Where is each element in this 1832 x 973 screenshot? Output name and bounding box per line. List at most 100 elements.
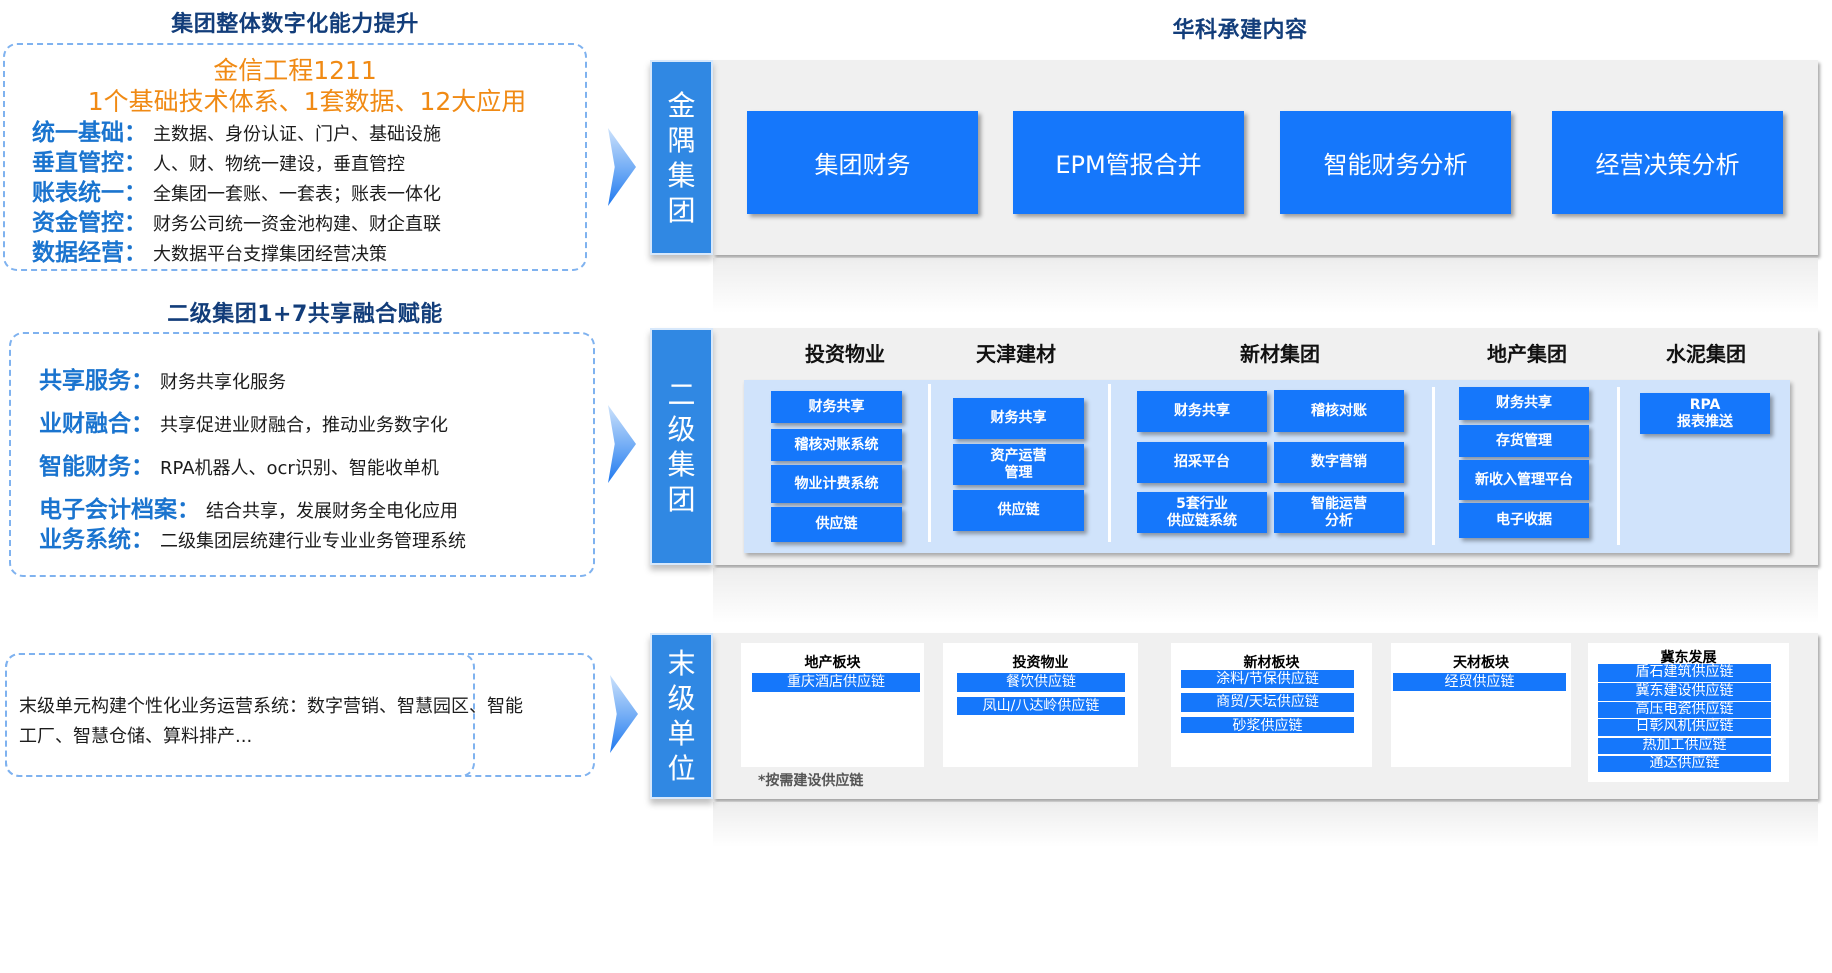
- tier3-unit-card: 投资物业 餐饮供应链 凤山/八达岭供应链: [943, 643, 1138, 767]
- right-title: 华科承建内容: [1172, 18, 1308, 43]
- tier2-item[interactable]: 财务共享: [1137, 391, 1267, 432]
- tier2-item[interactable]: 电子收据: [1459, 503, 1589, 538]
- row-value: 主数据、身份认证、门户、基础设施: [153, 124, 441, 145]
- section1-title: 集团整体数字化能力提升: [171, 12, 419, 37]
- row-key: 数据经营：: [32, 240, 147, 266]
- tier2-group-head: 天津建材: [976, 342, 1056, 366]
- tier-label-char: 隅: [667, 123, 696, 157]
- unit-head: 冀东发展: [1660, 650, 1717, 666]
- unit-chip[interactable]: 砂浆供应链: [1181, 717, 1354, 734]
- tier2-group-head: 水泥集团: [1666, 342, 1746, 366]
- row-value: 二级集团层统建行业专业业务管理系统: [160, 531, 466, 552]
- tier3-footnote: *按需建设供应链: [758, 773, 864, 789]
- section2-title: 二级集团1+7共享融合赋能: [167, 302, 443, 327]
- tier2-item[interactable]: 供应链: [953, 490, 1084, 531]
- row-value: 结合共享，发展财务全电化应用: [206, 501, 458, 522]
- row-key: 账表统一：: [32, 180, 147, 206]
- row-key: 垂直管控：: [32, 150, 147, 176]
- tier1-item-decision-analysis[interactable]: 经营决策分析: [1552, 111, 1783, 214]
- section1-row: 资金管控： 财务公司统一资金池构建、财企直联: [32, 203, 441, 237]
- tier2-item[interactable]: RPA 报表推送: [1640, 393, 1770, 434]
- unit-chip[interactable]: 商贸/天坛供应链: [1181, 693, 1354, 712]
- section1-row: 统一基础： 主数据、身份认证、门户、基础设施: [32, 113, 441, 147]
- tier2-item[interactable]: 智能运营 分析: [1274, 492, 1404, 533]
- arrow-right-icon: [608, 128, 636, 206]
- tier2-item[interactable]: 资产运营 管理: [953, 444, 1084, 485]
- tier1-item-group-finance[interactable]: 集团财务: [747, 111, 978, 214]
- tier3-reflection: [713, 802, 1818, 847]
- unit-chip[interactable]: 凤山/八达岭供应链: [957, 697, 1125, 715]
- arrow-right-icon: [610, 675, 638, 753]
- unit-chip[interactable]: 通达供应链: [1598, 756, 1771, 772]
- section1-orange-line2: 1个基础技术体系、1套数据、12大应用: [87, 87, 527, 116]
- unit-chip[interactable]: 热加工供应链: [1598, 738, 1771, 754]
- row-key: 共享服务：: [39, 368, 154, 394]
- tier1-item-smart-finance[interactable]: 智能财务分析: [1280, 111, 1511, 214]
- tier2-item[interactable]: 数字营销: [1274, 442, 1404, 483]
- unit-chip[interactable]: 盾石建筑供应链: [1598, 664, 1771, 682]
- unit-chip[interactable]: 经贸供应链: [1393, 673, 1566, 691]
- tier2-group-head: 地产集团: [1487, 342, 1567, 366]
- tier2-item[interactable]: 物业计费系统: [771, 465, 902, 503]
- tier2-group-head: 新材集团: [1240, 342, 1320, 366]
- unit-head: 新材板块: [1243, 655, 1300, 671]
- tier-label-char: 金: [667, 88, 696, 122]
- tier-label-char: 位: [667, 752, 696, 785]
- tier2-label: 二 级 集 团: [650, 328, 713, 565]
- tier2-item[interactable]: 存货管理: [1459, 425, 1589, 457]
- tier-label-char: 单: [667, 717, 696, 750]
- row-key: 资金管控：: [32, 210, 147, 236]
- row-key: 业务系统：: [39, 527, 154, 553]
- tier-label-char: 集: [667, 447, 696, 481]
- section1-row: 垂直管控： 人、财、物统一建设，垂直管控: [32, 143, 405, 177]
- tier1-item-epm[interactable]: EPM管报合并: [1013, 111, 1244, 214]
- row-key: 智能财务：: [39, 454, 154, 480]
- tier3-label: 末 级 单 位: [650, 633, 713, 799]
- tier2-item[interactable]: 财务共享: [1459, 387, 1589, 420]
- tier3-unit-card: 新材板块 涂料/节保供应链 商贸/天坛供应链 砂浆供应链: [1171, 643, 1372, 767]
- tier-label-char: 末: [667, 647, 696, 680]
- row-key: 业财融合：: [39, 411, 154, 437]
- unit-chip[interactable]: 重庆酒店供应链: [752, 673, 920, 692]
- row-key: 电子会计档案：: [39, 497, 200, 523]
- section1-orange-line1: 金信工程1211: [213, 56, 377, 85]
- section3-box-frame: 末级单元构建个性化业务运营系统：数字营销、智慧园区、智能 工厂、智慧仓储、算料排…: [5, 653, 595, 777]
- unit-chip[interactable]: 餐饮供应链: [957, 673, 1125, 692]
- unit-head: 天材板块: [1453, 655, 1509, 671]
- tier2-item[interactable]: 供应链: [771, 507, 902, 542]
- unit-head: 地产板块: [804, 655, 861, 671]
- tier2-item[interactable]: 稽核对账: [1274, 390, 1404, 432]
- section2-row: 业务系统： 二级集团层统建行业专业业务管理系统: [39, 520, 466, 554]
- section2-row: 业财融合： 共享促进业财融合，推动业务数字化: [39, 404, 448, 438]
- unit-chip[interactable]: 涂料/节保供应链: [1181, 670, 1354, 688]
- tier2-item[interactable]: 新收入管理平台: [1459, 460, 1589, 500]
- unit-chip[interactable]: 日彰风机供应链: [1598, 719, 1771, 736]
- unit-chip[interactable]: 冀东建设供应链: [1598, 683, 1771, 701]
- section1-row: 账表统一： 全集团一套账、一套表；账表一体化: [32, 173, 441, 207]
- divider: [928, 384, 931, 542]
- tier-label-char: 级: [667, 682, 696, 715]
- row-value: 全集团一套账、一套表；账表一体化: [153, 184, 441, 205]
- tier2-group-head: 投资物业: [805, 342, 885, 366]
- tier2-item[interactable]: 稽核对账系统: [771, 429, 902, 461]
- tier2-item[interactable]: 5套行业 供应链系统: [1137, 492, 1267, 533]
- section2-row: 共享服务： 财务共享化服务: [39, 361, 286, 395]
- unit-chip[interactable]: 高压电瓷供应链: [1598, 702, 1771, 718]
- tier-label-char: 二: [667, 377, 696, 411]
- arrow-right-icon: [608, 405, 636, 483]
- unit-head: 投资物业: [1012, 655, 1069, 671]
- tier2-item[interactable]: 财务共享: [771, 391, 902, 423]
- row-value: 共享促进业财融合，推动业务数字化: [160, 415, 448, 436]
- divider: [1108, 384, 1111, 542]
- section2-row: 智能财务： RPA机器人、ocr识别、智能收单机: [39, 447, 439, 481]
- tier-label-char: 团: [667, 193, 696, 227]
- row-key: 统一基础：: [32, 120, 147, 146]
- tier1-reflection: [713, 258, 1818, 313]
- tier-label-char: 级: [667, 412, 696, 446]
- tier2-inner-panel: [744, 380, 1790, 553]
- tier3-unit-card: 地产板块 重庆酒店供应链: [741, 643, 924, 767]
- tier2-item[interactable]: 招采平台: [1137, 442, 1267, 483]
- tier2-item[interactable]: 财务共享: [953, 398, 1084, 439]
- tier-label-char: 团: [667, 482, 696, 516]
- section3-line2: 工厂、智慧仓储、算料排产...: [19, 726, 253, 747]
